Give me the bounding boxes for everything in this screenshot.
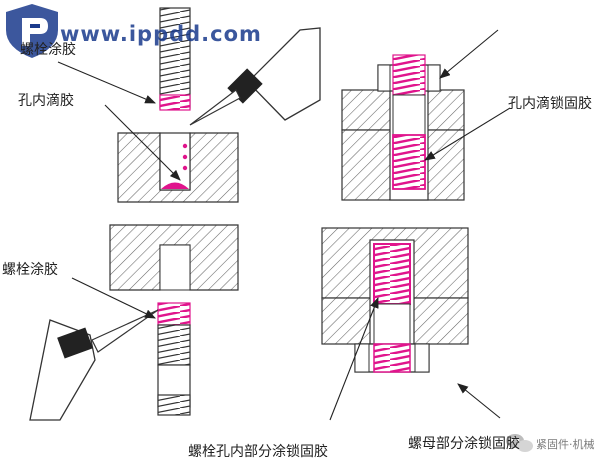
bolt-top-left bbox=[159, 7, 191, 111]
wechat-icon bbox=[506, 434, 533, 452]
arrow-hole-drip-lock bbox=[424, 107, 511, 161]
nut-bottom-right bbox=[354, 343, 430, 373]
bolt-bottom-right bbox=[373, 243, 411, 345]
label-hole-drip: 孔内滴胶 bbox=[18, 93, 74, 109]
ippdd-shield-logo bbox=[6, 4, 58, 58]
watermark-url: www.ippdd.com bbox=[60, 22, 262, 46]
arrow-hole-drip bbox=[104, 104, 181, 181]
panel-top-right bbox=[341, 29, 511, 201]
glue-applicator-top bbox=[189, 27, 321, 126]
bolt-top-right bbox=[392, 54, 426, 190]
arrow-bolt-coat-bottom bbox=[71, 277, 156, 319]
glue-applicator-bottom bbox=[29, 309, 159, 421]
arrow-nut-top bbox=[439, 29, 499, 79]
credit-text: 紧固件·机械 bbox=[536, 438, 595, 451]
arrow-bolt-hole-part bbox=[329, 296, 379, 421]
label-hole-drip-lock: 孔内滴锁固胶 bbox=[508, 96, 592, 112]
arrow-bolt-coat-top bbox=[57, 61, 157, 104]
block-bottom-left bbox=[109, 224, 239, 291]
block-top-left bbox=[117, 132, 239, 203]
bolt-bottom-left bbox=[157, 302, 191, 416]
label-bolt-coat-bottom: 螺栓涂胶 bbox=[2, 262, 58, 278]
panel-bottom-left bbox=[29, 224, 239, 421]
arrow-nut-part bbox=[457, 383, 501, 419]
label-nut-part: 螺母部分涂锁固胶 bbox=[408, 436, 520, 452]
label-bolt-hole-part: 螺栓孔内部分涂锁固胶 bbox=[188, 444, 328, 460]
panel-bottom-right bbox=[321, 227, 501, 421]
panel-top-left bbox=[57, 7, 321, 203]
label-bolt-coat-top: 螺栓涂胶 bbox=[20, 42, 76, 58]
